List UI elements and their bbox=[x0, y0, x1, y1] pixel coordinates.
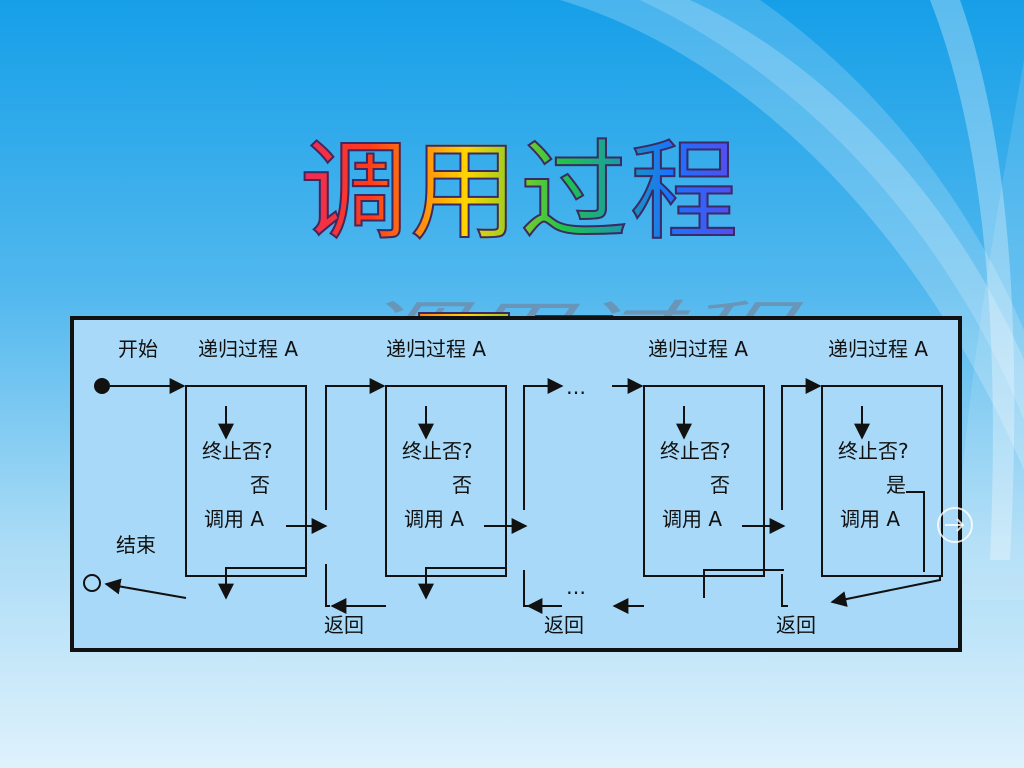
connector-1-2 bbox=[325, 378, 386, 510]
connector-3-4 bbox=[781, 378, 822, 510]
procedure-3-question: 终止否? bbox=[660, 439, 731, 463]
recursion-call-diagram: 开始 结束 递归过程 A 终止否? 否 调用 A 递归过程 A 终止否? 否 调… bbox=[70, 316, 962, 652]
return-label-3: 返回 bbox=[776, 613, 816, 637]
procedure-4-question: 终止否? bbox=[838, 439, 909, 463]
procedure-3-header: 递归过程 A bbox=[648, 337, 748, 361]
procedure-4: 递归过程 A 终止否? 是 调用 A bbox=[821, 337, 943, 577]
procedure-1-header: 递归过程 A bbox=[198, 337, 298, 361]
return-label-1: 返回 bbox=[324, 613, 364, 637]
procedure-2-header: 递归过程 A bbox=[386, 337, 486, 361]
procedure-4-header: 递归过程 A bbox=[828, 337, 928, 361]
return-2-left bbox=[523, 570, 528, 607]
start-label: 开始 bbox=[118, 337, 158, 361]
end-label: 结束 bbox=[116, 533, 156, 557]
procedure-2-call: 调用 A bbox=[404, 507, 464, 531]
procedure-3: 递归过程 A 终止否? 否 调用 A bbox=[643, 337, 786, 577]
return-3-left bbox=[781, 574, 788, 607]
return-3-down bbox=[703, 569, 784, 598]
procedure-2-answer: 否 bbox=[452, 473, 472, 497]
procedure-1-question: 终止否? bbox=[202, 439, 273, 463]
procedure-1-call: 调用 A bbox=[204, 507, 264, 531]
ellipsis-bottom: … bbox=[566, 575, 586, 599]
return-label-2: 返回 bbox=[544, 613, 584, 637]
ellipsis-top: … bbox=[566, 375, 586, 399]
procedure-2: 递归过程 A 终止否? 否 调用 A bbox=[385, 337, 528, 577]
return-2-down bbox=[418, 567, 506, 600]
return-1-down bbox=[218, 567, 306, 600]
slide-title: 调用过程图示 调用过程图示 bbox=[250, 108, 820, 457]
procedure-3-answer: 否 bbox=[710, 473, 730, 497]
procedure-4-answer: 是 bbox=[886, 473, 906, 497]
return-4-to-3 bbox=[830, 576, 941, 607]
procedure-2-question: 终止否? bbox=[402, 439, 473, 463]
procedure-3-call: 调用 A bbox=[662, 507, 722, 531]
procedure-1-answer: 否 bbox=[250, 473, 270, 497]
procedure-1: 递归过程 A 终止否? 否 调用 A bbox=[185, 337, 328, 577]
connector-2-3 bbox=[523, 378, 564, 510]
return-1-left bbox=[325, 564, 330, 607]
end-node bbox=[83, 574, 101, 592]
return-to-end bbox=[104, 578, 187, 599]
next-slide-icon[interactable] bbox=[935, 505, 975, 545]
diagram-canvas: 开始 结束 递归过程 A 终止否? 否 调用 A 递归过程 A 终止否? 否 调… bbox=[83, 337, 943, 637]
procedure-4-call: 调用 A bbox=[840, 507, 900, 531]
start-node bbox=[94, 378, 110, 394]
